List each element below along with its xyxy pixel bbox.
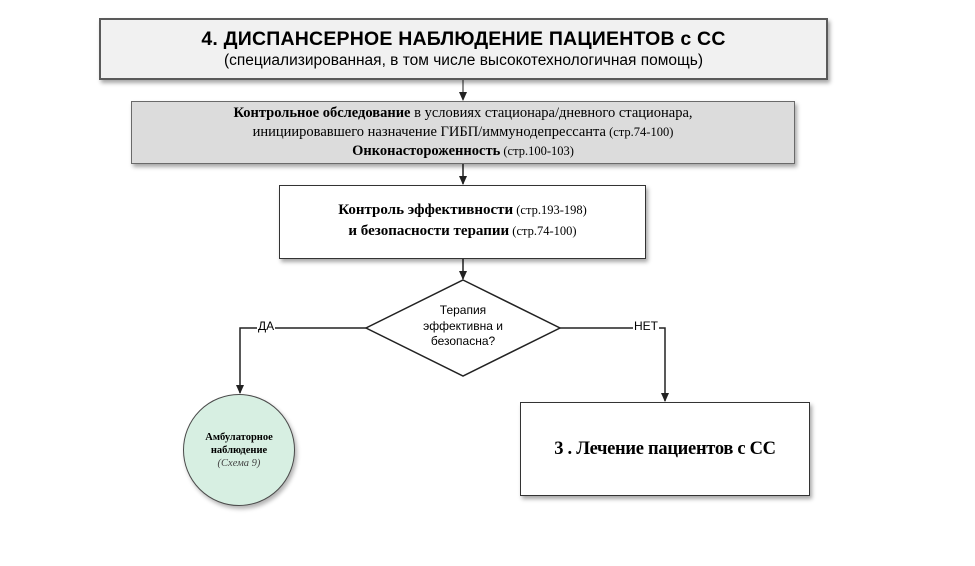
exam-line-1-bold: Контрольное обследование [233,105,411,121]
exam-line-3-bold: Онконастороженность [352,143,501,159]
ambulatory-line-2: наблюдение [210,444,268,456]
ambulatory-scheme-ref: (Схема 9) [217,457,261,469]
treatment-box: 3 . Лечение пациентов с СС [520,402,810,496]
ambulatory-line-1: Амбулаторное [205,431,273,443]
decision-line-2: эффективна и [423,318,503,333]
control-line-1: Контроль эффективности (стр.193-198) [280,200,645,221]
exam-line-2: инициировавшего назначение ГИБП/иммуноде… [132,123,794,142]
control-line-2-bold: и безопасности терапии [348,223,510,239]
decision-question: Терапия эффективна и безопасна? [405,303,521,353]
exam-line-1: Контрольное обследование в условиях стац… [132,104,794,123]
efficacy-control-box: Контроль эффективности (стр.193-198) и б… [279,185,646,259]
connector-no-branch [560,327,669,402]
exam-line-2-text: инициировавшего назначение ГИБП/иммуноде… [252,124,606,140]
decision-line-1: Терапия [439,303,487,317]
branch-label-no: НЕТ [633,319,659,333]
exam-line-3: Онконастороженность (стр.100-103) [132,142,794,161]
control-examination-box: Контрольное обследование в условиях стац… [131,101,795,164]
branch-label-yes: ДА [257,319,276,333]
control-line-2: и безопасности терапии (стр.74-100) [280,221,645,242]
treatment-label: 3 . Лечение пациентов с СС [554,438,776,459]
control-line-1-pages: (стр.193-198) [513,203,587,217]
exam-line-1-rest: в условиях стационара/дневного стационар… [410,105,693,121]
header-title: 4. ДИСПАНСЕРНОЕ НАБЛЮДЕНИЕ ПАЦИЕНТОВ с С… [201,28,726,50]
decision-line-3: безопасна? [430,334,496,348]
decision-diamond [364,279,562,377]
header-subtitle: (специализированная, в том числе высокот… [223,52,704,69]
ambulatory-observation-circle: Амбулаторное наблюдение (Схема 9) [183,394,295,506]
control-line-1-bold: Контроль эффективности [338,202,514,218]
exam-line-3-pages: (стр.100-103) [500,144,574,158]
connector-yes-branch [236,327,366,394]
exam-line-2-pages: (стр.74-100) [605,125,674,139]
control-line-2-pages: (стр.74-100) [509,224,577,238]
header-box: 4. ДИСПАНСЕРНОЕ НАБЛЮДЕНИЕ ПАЦИЕНТОВ с С… [99,18,828,80]
